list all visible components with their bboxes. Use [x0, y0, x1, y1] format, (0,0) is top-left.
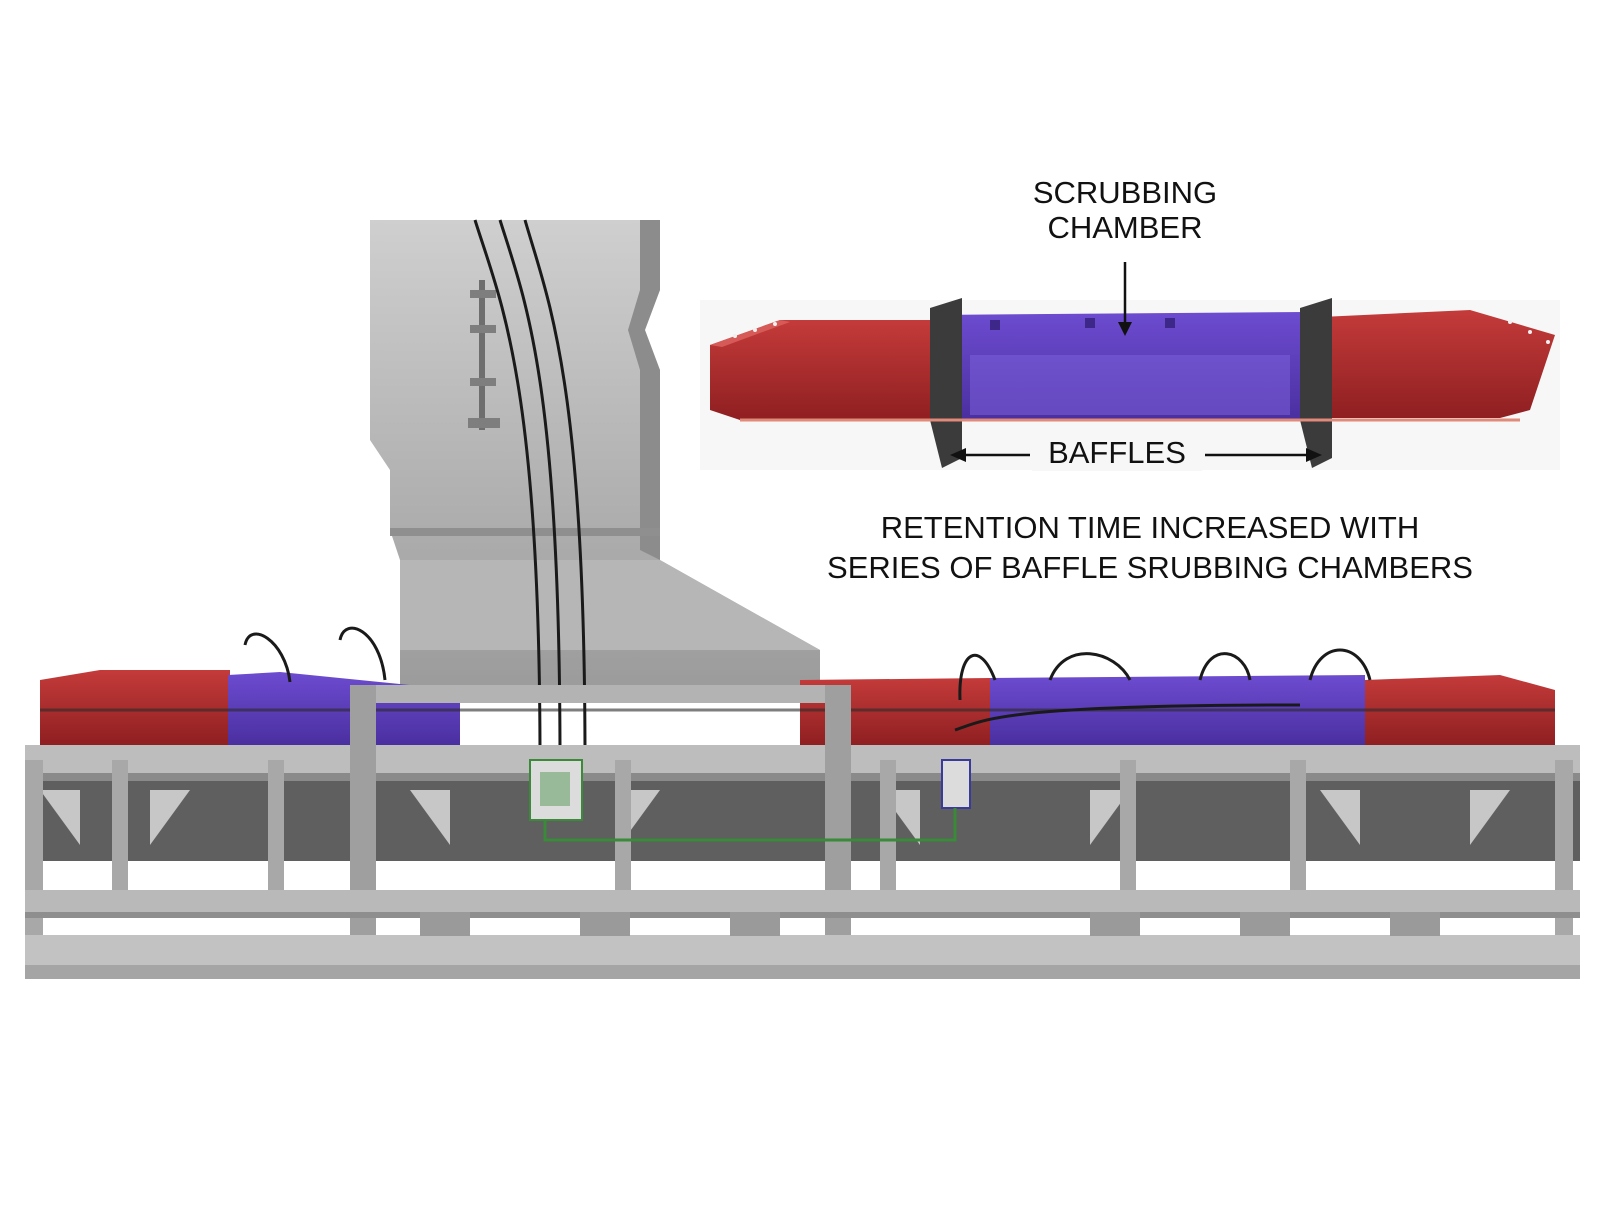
frame-top-beam: [25, 745, 1580, 773]
scrubbing-chamber-inset: [700, 262, 1560, 470]
conveyor-assembly: [25, 219, 1580, 979]
scrubbing-label-line2: CHAMBER: [1047, 209, 1203, 245]
control-box-right: [941, 759, 971, 809]
baffles-label: BAFFLES: [1032, 435, 1202, 471]
inset-red-chute-left: [710, 320, 935, 420]
retention-caption-line2: SERIES OF BAFFLE SRUBBING CHAMBERS: [827, 550, 1473, 586]
support-frame: [350, 685, 850, 703]
baffle-left: [930, 298, 962, 468]
retention-caption-line1: RETENTION TIME INCREASED WITH: [880, 510, 1420, 545]
cable-loops: [243, 219, 1372, 761]
main-red-chute-left: [40, 670, 230, 745]
inset-red-chute-right: [1300, 310, 1555, 418]
green-conduit: [543, 808, 957, 842]
retention-caption: RETENTION TIME INCREASED WITH SERIES OF …: [770, 508, 1530, 589]
scrubbing-label-line1: SCRUBBING: [1032, 175, 1218, 210]
scrubbing-chamber-label: SCRUBBING CHAMBER: [1005, 175, 1245, 245]
baffle-right: [1300, 298, 1332, 468]
